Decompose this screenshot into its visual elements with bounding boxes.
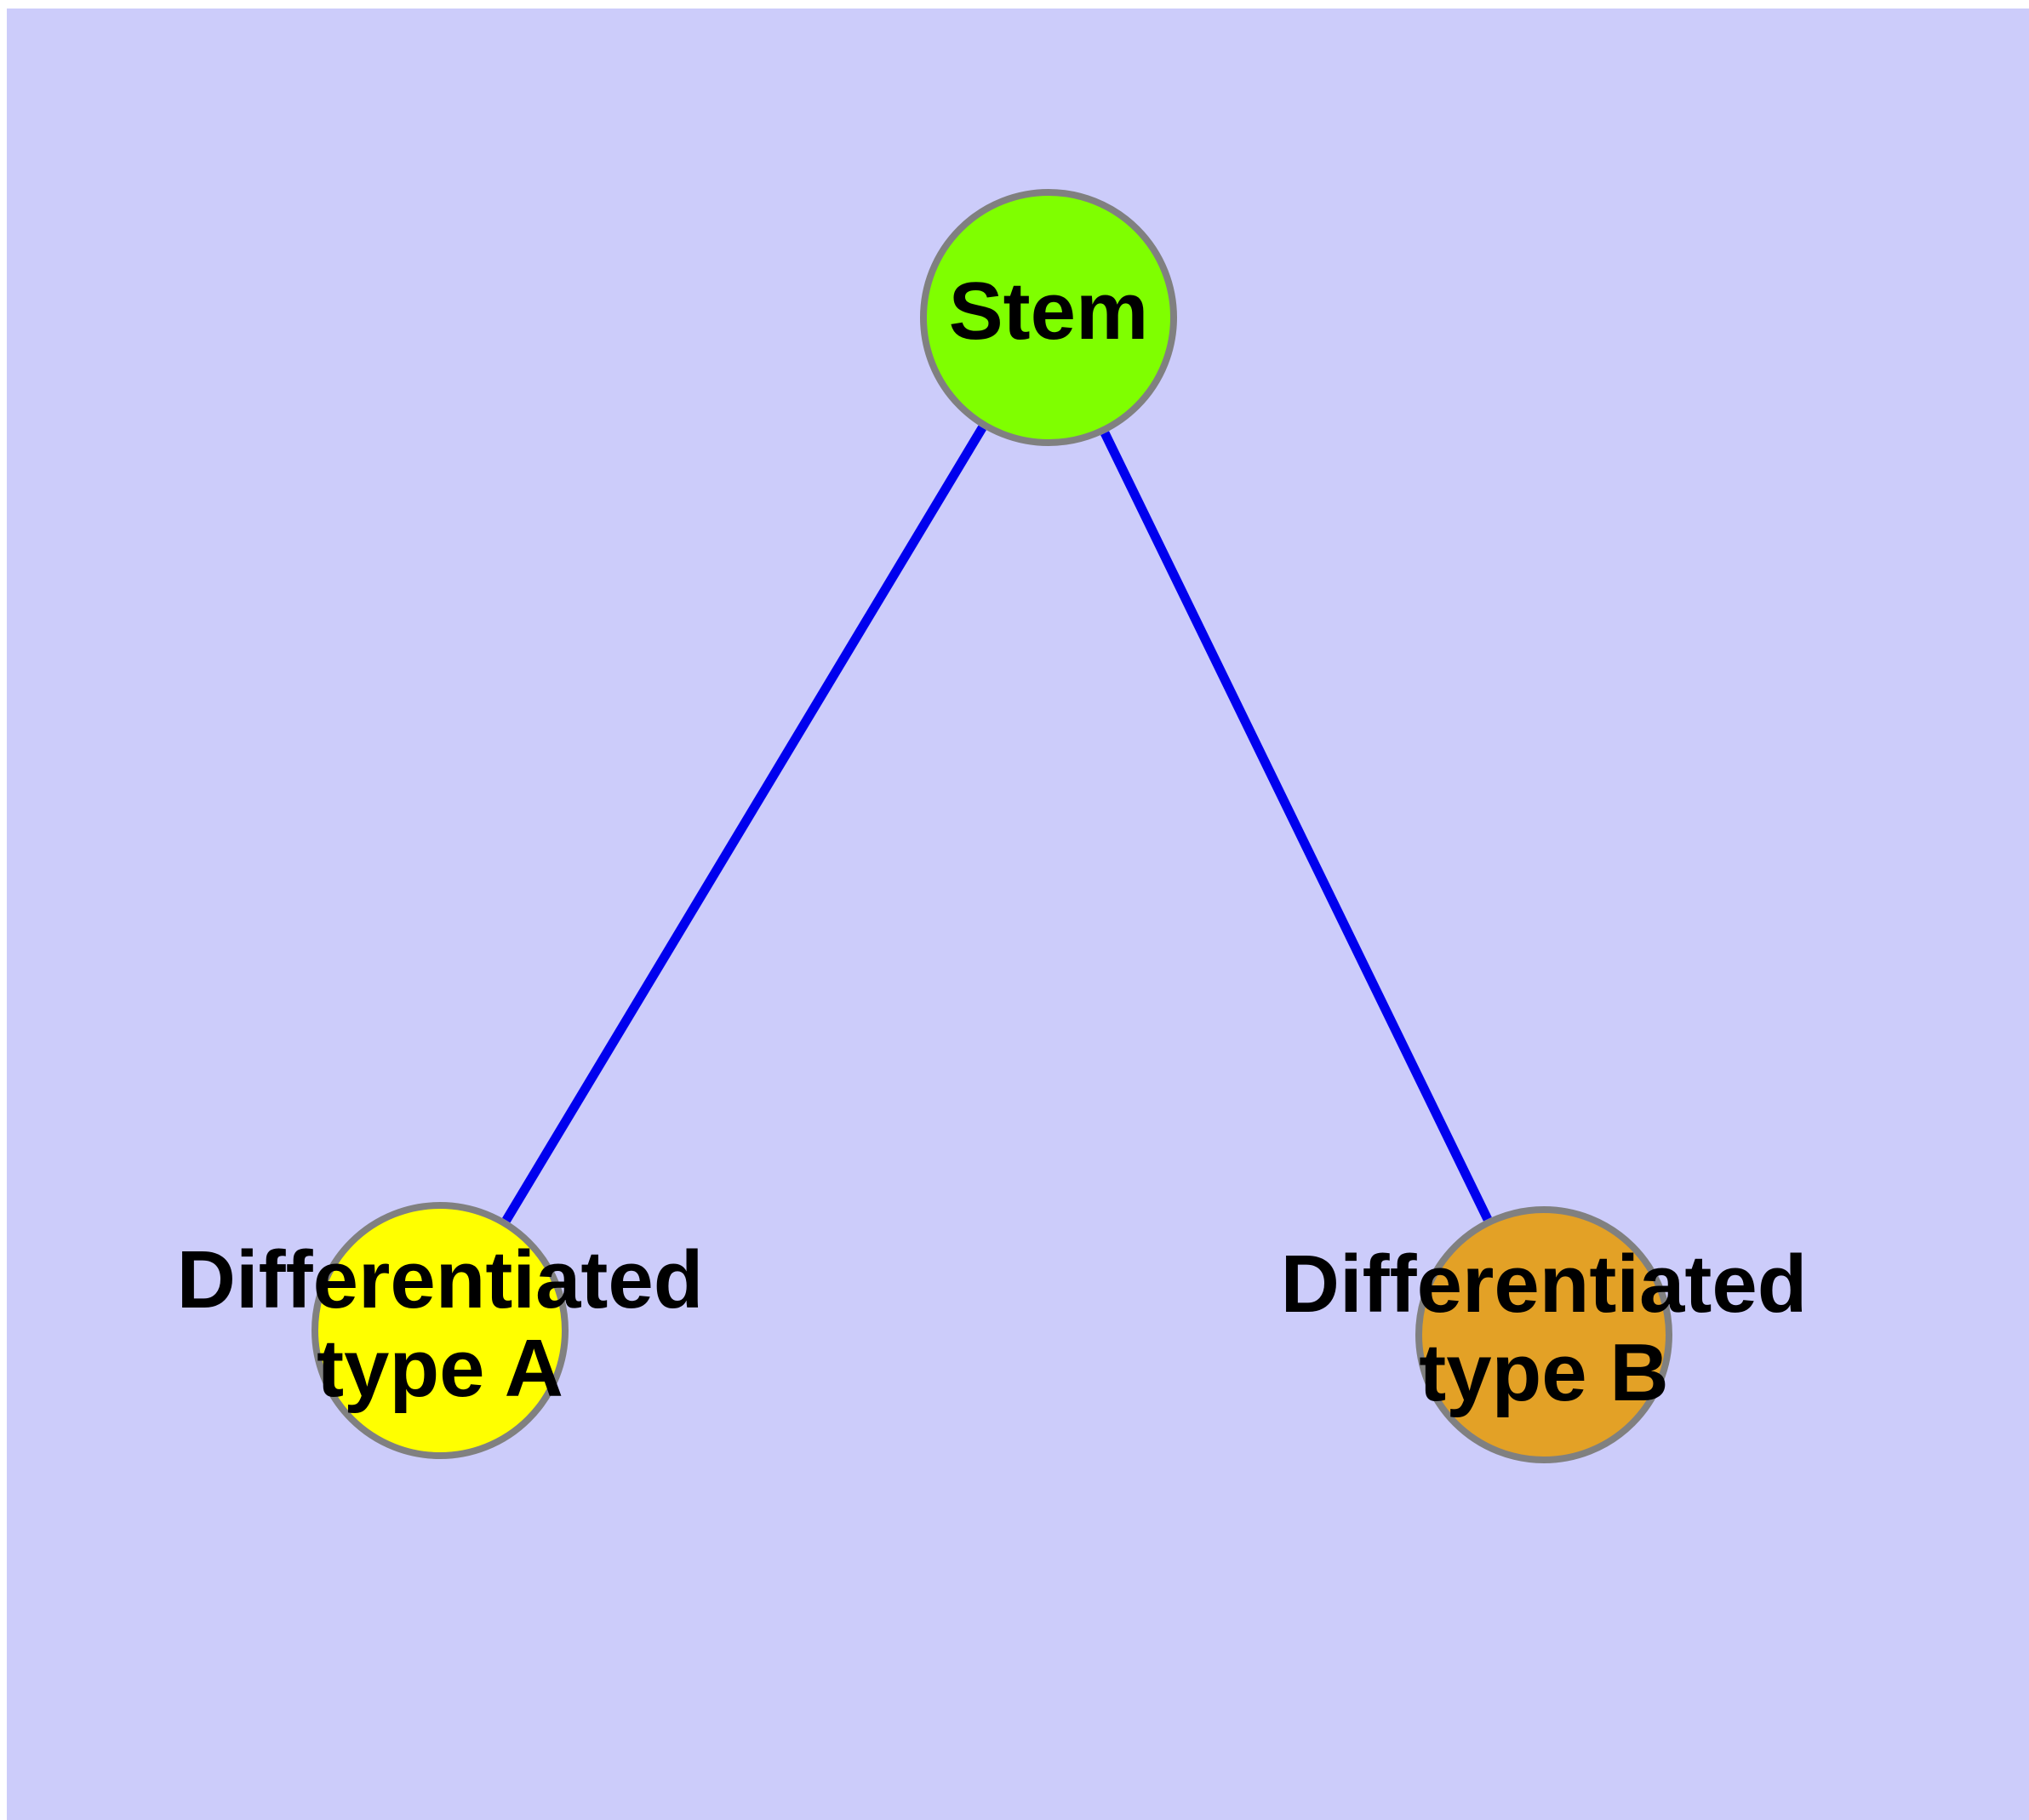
- node-label-line: Stem: [949, 266, 1149, 357]
- node-label-stem: Stem: [949, 266, 1149, 357]
- node-label-line: type B: [1419, 1327, 1668, 1418]
- graph-node-stem[interactable]: [920, 189, 1177, 446]
- nodes-layer: [311, 189, 1672, 1463]
- graph-node-diff_b[interactable]: [1415, 1206, 1672, 1463]
- graph-edge: [1100, 431, 1492, 1222]
- node-label-line: Differentiated: [1281, 1239, 1808, 1330]
- graph-edge: [502, 425, 986, 1223]
- graph-node-diff_a[interactable]: [311, 1202, 569, 1459]
- node-label-line: Differentiated: [177, 1234, 704, 1325]
- edges-layer: [502, 425, 1492, 1223]
- node-label-line: type A: [317, 1323, 563, 1414]
